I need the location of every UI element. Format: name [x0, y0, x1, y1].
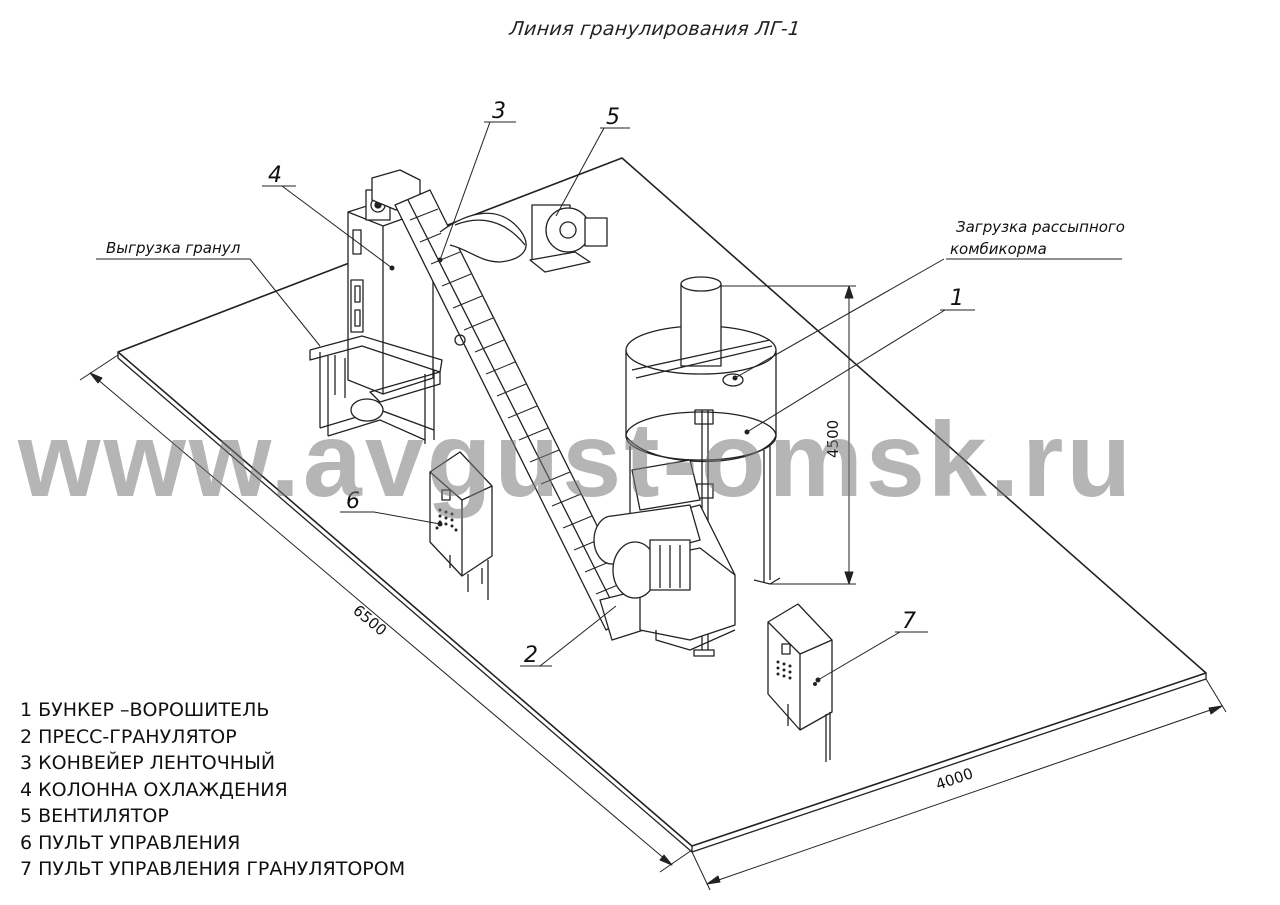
legend-item: 1 БУНКЕР –ВОРОШИТЕЛЬ	[20, 699, 270, 721]
callout-1: 1	[950, 286, 964, 311]
belt-conveyor	[371, 169, 651, 641]
dimension-length: 6500	[349, 601, 390, 639]
callout-5: 5	[606, 105, 620, 130]
drawing-title: Линия гранулирования ЛГ-1	[508, 18, 802, 40]
legend-item: 2 ПРЕСС-ГРАНУЛЯТОР	[20, 725, 237, 748]
dimension-line-height	[712, 285, 856, 585]
control-panel-7	[767, 603, 833, 762]
callout-3: 3	[492, 99, 506, 124]
callout-7: 7	[902, 609, 916, 634]
dimension-line-width	[691, 678, 1227, 891]
callout-6: 6	[346, 489, 360, 514]
legend-item: 3 КОНВЕЙЕР ЛЕНТОЧНЫЙ	[20, 752, 276, 774]
unload-pellets-label: Выгрузка гранул	[106, 239, 241, 257]
cooler-frame	[309, 335, 443, 444]
legend-item: 6 ПУЛЬТ УПРАВЛЕНИЯ	[20, 831, 241, 854]
dimension-line-length	[79, 354, 693, 873]
dimension-height: 4500	[824, 420, 842, 458]
pellet-press	[593, 504, 736, 651]
legend-item: 7 ПУЛЬТ УПРАВЛЕНИЯ ГРАНУЛЯТОРОМ	[20, 858, 406, 880]
legend: 1 БУНКЕР –ВОРОШИТЕЛЬ 2 ПРЕСС-ГРАНУЛЯТОР …	[20, 697, 405, 883]
callout-2: 2	[524, 643, 538, 668]
legend-item: 4 КОЛОННА ОХЛАЖДЕНИЯ	[20, 778, 288, 801]
leader-lines	[96, 121, 1122, 681]
control-panel-6	[429, 451, 493, 600]
leader-dots	[389, 257, 821, 683]
watermark: www.avgust-omsk.ru	[18, 401, 1135, 519]
fan	[439, 204, 608, 273]
load-feed-label-line1: Загрузка рассыпного	[956, 218, 1125, 236]
load-feed-label-line2: комбикорма	[950, 240, 1047, 258]
legend-item: 5 ВЕНТИЛЯТОР	[20, 805, 169, 827]
callout-4: 4	[268, 163, 282, 188]
